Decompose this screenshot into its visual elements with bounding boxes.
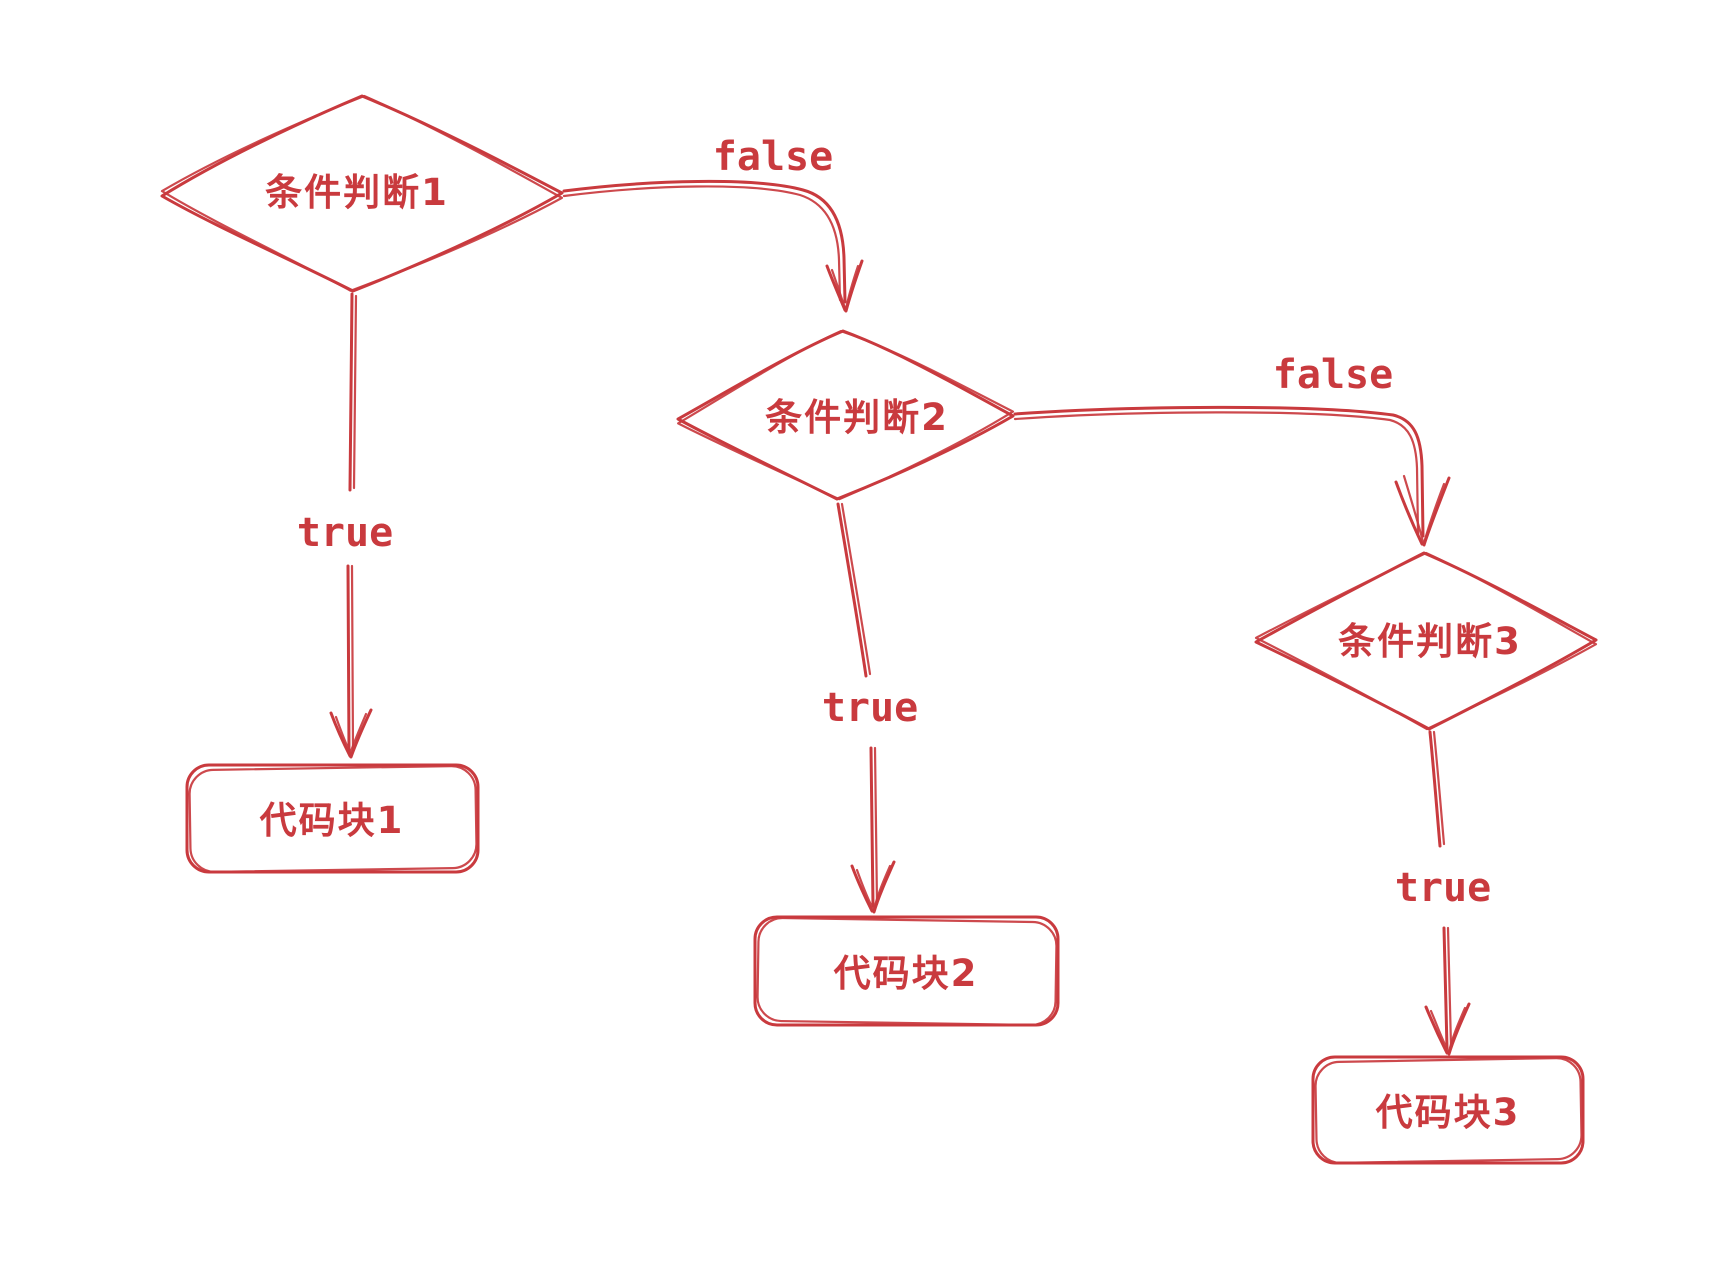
edge-cond1-true-arrowhead <box>329 708 373 759</box>
block-2-outline-sketch <box>756 916 1058 1027</box>
edge-cond2-true-arrowhead <box>850 860 896 914</box>
edge-cond1-true: true <box>297 292 393 759</box>
edge-cond1-true-label: true <box>297 510 393 556</box>
edge-cond1-true-shaft2 <box>346 564 351 752</box>
node-condition-1: 条件判断1 <box>160 94 564 293</box>
block-2-label: 代码块2 <box>833 952 979 995</box>
edge-cond3-true: true <box>1395 730 1491 1056</box>
edge-cond2-false-shaft <box>1013 405 1425 538</box>
edge-cond2-false-arrowhead <box>1394 474 1451 547</box>
edge-cond3-true-shaft2 <box>1442 926 1449 1050</box>
block-1-outline <box>185 763 480 874</box>
block-2-outline <box>753 915 1060 1027</box>
condition-2-label: 条件判断2 <box>765 396 949 439</box>
edge-cond3-true-shaft-sketch <box>1432 730 1446 846</box>
condition-1-label: 条件判断1 <box>265 171 449 214</box>
edge-cond3-true-shaft <box>1428 730 1442 848</box>
edge-cond3-true-shaft2-sketch <box>1446 926 1453 1048</box>
node-block-2: 代码块2 <box>753 915 1060 1027</box>
edge-cond3-true-label: true <box>1395 865 1491 911</box>
edge-cond2-true-shaft <box>836 502 868 678</box>
edge-cond2-false-label: false <box>1273 352 1393 398</box>
block-3-outline <box>1311 1055 1585 1165</box>
edge-cond3-true-arrowhead <box>1424 1002 1471 1056</box>
block-1-outline-sketch <box>188 765 478 873</box>
condition-2-outline-sketch <box>677 329 1015 501</box>
block-1-label: 代码块1 <box>259 799 405 842</box>
edge-cond1-false: false <box>562 134 864 313</box>
condition-3-outline-sketch <box>1254 551 1598 731</box>
edge-cond2-true: true <box>822 502 918 914</box>
node-condition-2: 条件判断2 <box>676 329 1015 501</box>
block-3-outline-sketch <box>1314 1057 1583 1164</box>
node-block-3: 代码块3 <box>1311 1055 1585 1165</box>
edge-cond1-false-arrowhead <box>825 259 864 313</box>
edge-cond2-false: false <box>1013 352 1451 547</box>
edge-cond2-false-shaft-sketch <box>1013 411 1420 536</box>
edge-cond1-true-shaft <box>348 292 354 492</box>
edge-cond1-false-shaft-sketch <box>562 185 842 302</box>
edge-cond2-true-shaft2 <box>869 746 875 908</box>
block-3-label: 代码块3 <box>1375 1091 1521 1134</box>
edge-cond1-false-label: false <box>713 134 833 180</box>
edge-cond1-true-shaft-sketch <box>352 294 358 490</box>
edge-cond2-true-shaft-sketch <box>840 502 872 676</box>
edge-cond2-true-label: true <box>822 685 918 731</box>
edge-cond1-false-shaft <box>562 179 847 304</box>
condition-1-outline-sketch <box>160 94 564 292</box>
condition-3-label: 条件判断3 <box>1338 620 1522 663</box>
node-condition-3: 条件判断3 <box>1254 551 1598 731</box>
edge-cond2-true-shaft2-sketch <box>873 746 879 906</box>
edge-cond1-true-shaft2-sketch <box>350 564 355 750</box>
node-block-1: 代码块1 <box>185 763 480 874</box>
